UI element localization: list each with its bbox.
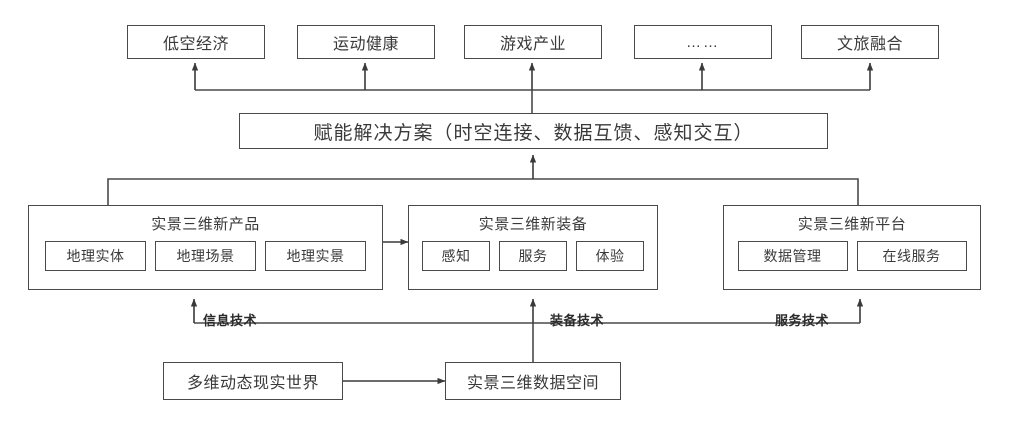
tier-item-list: 地理实体 地理场景 地理实景 bbox=[45, 241, 366, 271]
tier-title: 实景三维新平台 bbox=[797, 216, 907, 233]
application-box-low-altitude-economy[interactable]: 低空经济 bbox=[127, 25, 265, 59]
foundation-box-data-space[interactable]: 实景三维数据空间 bbox=[445, 362, 621, 400]
tier-item-geographic-scene[interactable]: 地理场景 bbox=[155, 241, 256, 271]
tier-item-service[interactable]: 服务 bbox=[499, 241, 567, 271]
solution-box-label: 赋能解决方案（时空连接、数据互馈、感知交互） bbox=[313, 122, 754, 144]
technology-label-service: 服务技术 bbox=[775, 313, 830, 328]
application-box-culture-tourism[interactable]: 文旅融合 bbox=[801, 25, 939, 59]
tier-box-new-platform[interactable]: 实景三维新平台 数据管理 在线服务 bbox=[723, 205, 981, 290]
tier-item-list: 感知 服务 体验 bbox=[422, 241, 644, 271]
foundation-box-real-world[interactable]: 多维动态现实世界 bbox=[163, 362, 343, 400]
tier-item-online-service[interactable]: 在线服务 bbox=[856, 241, 967, 271]
tier-item-data-management[interactable]: 数据管理 bbox=[737, 241, 848, 271]
tier-box-new-equipment[interactable]: 实景三维新装备 感知 服务 体验 bbox=[408, 205, 658, 290]
tier-title: 实景三维新装备 bbox=[478, 216, 588, 233]
application-box-more[interactable]: …… bbox=[634, 25, 772, 59]
application-box-label: 文旅融合 bbox=[836, 36, 903, 53]
technology-label-equipment: 装备技术 bbox=[550, 313, 605, 328]
tier-title: 实景三维新产品 bbox=[151, 216, 260, 233]
tier-item-geographic-reality[interactable]: 地理实景 bbox=[265, 241, 366, 271]
application-box-sports-health[interactable]: 运动健康 bbox=[297, 25, 435, 59]
foundation-box-label: 多维动态现实世界 bbox=[186, 375, 319, 392]
solution-box[interactable]: 赋能解决方案（时空连接、数据互馈、感知交互） bbox=[239, 113, 828, 149]
application-box-label: 运动健康 bbox=[332, 36, 399, 53]
application-box-label: 低空经济 bbox=[162, 36, 229, 53]
application-box-label: 游戏产业 bbox=[499, 36, 566, 53]
tier-item-perception[interactable]: 感知 bbox=[422, 241, 490, 271]
tier-item-list: 数据管理 在线服务 bbox=[737, 241, 967, 271]
tier-item-geographic-entity[interactable]: 地理实体 bbox=[45, 241, 146, 271]
technology-label-information: 信息技术 bbox=[203, 313, 258, 328]
application-box-gaming-industry[interactable]: 游戏产业 bbox=[464, 25, 602, 59]
foundation-box-label: 实景三维数据空间 bbox=[466, 375, 599, 392]
tier-box-new-products[interactable]: 实景三维新产品 地理实体 地理场景 地理实景 bbox=[28, 205, 383, 290]
application-box-label: …… bbox=[686, 33, 720, 51]
tier-item-experience[interactable]: 体验 bbox=[576, 241, 644, 271]
